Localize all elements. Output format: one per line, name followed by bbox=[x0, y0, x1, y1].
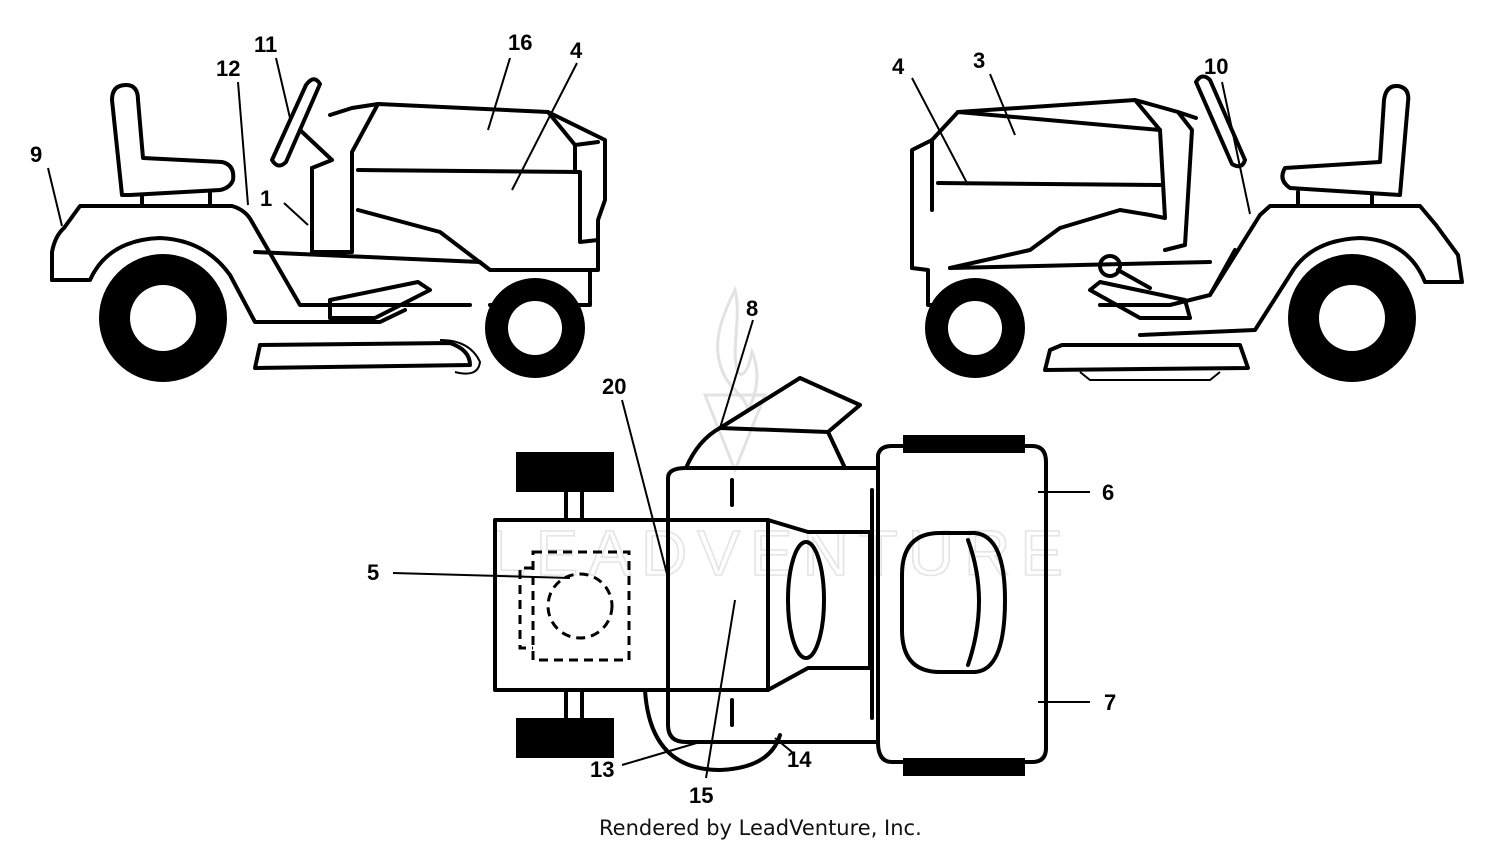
callout-3: 3 bbox=[973, 48, 985, 73]
steering-wheel bbox=[270, 77, 322, 168]
lift-lever-knob bbox=[1098, 254, 1122, 278]
callout-14: 14 bbox=[787, 747, 812, 772]
callout-4-right: 4 bbox=[892, 54, 905, 79]
callout-10: 10 bbox=[1204, 54, 1228, 79]
mower-deck bbox=[666, 466, 880, 744]
callout-1: 1 bbox=[260, 186, 272, 211]
callout-11: 11 bbox=[254, 32, 277, 57]
tractor-right-side-view bbox=[910, 74, 1464, 382]
callout-5: 5 bbox=[367, 560, 379, 585]
rear-fender bbox=[876, 444, 1048, 764]
callout-7: 7 bbox=[1104, 690, 1116, 715]
footer-credit: Rendered by LeadVenture, Inc. bbox=[599, 816, 922, 840]
tractor-top-view bbox=[493, 376, 1048, 776]
callout-8: 8 bbox=[746, 296, 758, 321]
callout-12: 12 bbox=[216, 56, 240, 81]
steering-wheel bbox=[1194, 74, 1247, 169]
hood bbox=[328, 102, 600, 244]
discharge-chute bbox=[684, 376, 862, 470]
dash-panel bbox=[1133, 98, 1198, 252]
tractor-left-side-view bbox=[50, 77, 607, 382]
callout-16: 16 bbox=[508, 30, 532, 55]
callout-15: 15 bbox=[689, 783, 713, 808]
callout-9: 9 bbox=[30, 142, 42, 167]
footrest bbox=[328, 280, 432, 320]
callout-13: 13 bbox=[590, 757, 614, 782]
callout-labels: 9 12 11 1 16 4 4 3 10 8 20 5 6 7 13 14 1… bbox=[30, 30, 1228, 808]
rear-fender bbox=[50, 204, 472, 307]
seat bbox=[1280, 83, 1411, 197]
fuel-cap-outline bbox=[546, 572, 614, 640]
steering-hub bbox=[786, 540, 826, 660]
callout-4-left: 4 bbox=[570, 38, 583, 63]
footrest bbox=[1088, 280, 1192, 320]
front-left-tire bbox=[516, 452, 614, 492]
front-right-tire bbox=[516, 718, 614, 758]
hood bbox=[910, 98, 1167, 270]
flame-logo-icon bbox=[716, 285, 759, 415]
mower-deck bbox=[253, 341, 472, 370]
leader-lines bbox=[47, 57, 1251, 779]
callout-20: 20 bbox=[602, 374, 626, 399]
seat bbox=[110, 83, 236, 197]
engine-outline bbox=[531, 550, 631, 662]
seat bbox=[900, 531, 1007, 674]
rear-fender bbox=[1138, 204, 1464, 337]
callout-6: 6 bbox=[1102, 480, 1114, 505]
watermark-text: LEADVENTURE bbox=[490, 517, 1073, 589]
mower-deck bbox=[1043, 343, 1250, 372]
